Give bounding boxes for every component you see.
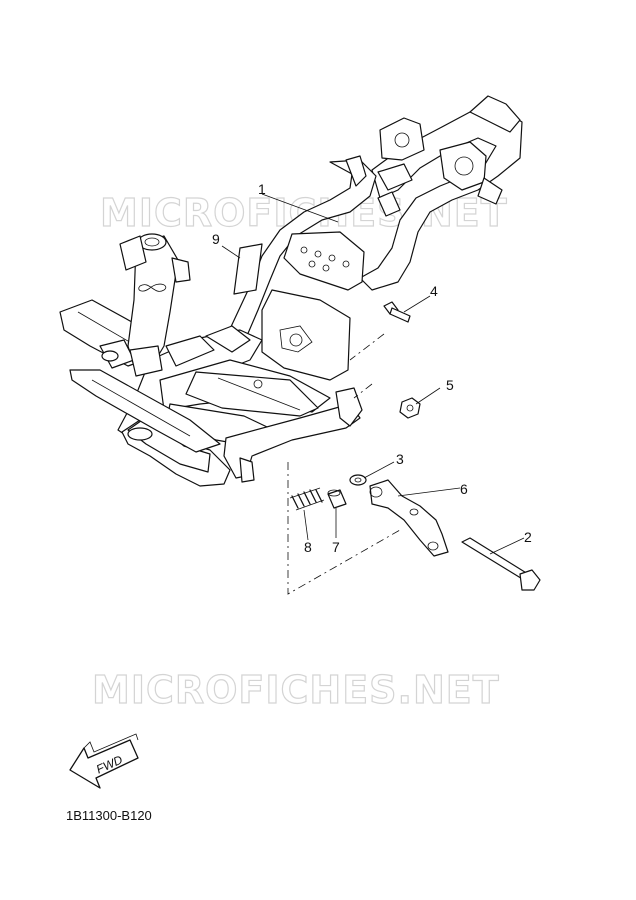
fwd-label: FWD xyxy=(94,752,125,776)
spacer-part-7[interactable] xyxy=(327,489,347,509)
assembly-dash-lines xyxy=(287,333,401,595)
watermark-bottom: MICROFICHES.NET xyxy=(92,668,500,712)
diagram-code: 1B11300-B120 xyxy=(66,808,152,823)
nut-part-5[interactable] xyxy=(399,397,421,419)
callout-1: 1 xyxy=(258,181,266,197)
callout-6: 6 xyxy=(460,481,468,497)
callout-7: 7 xyxy=(332,539,340,555)
frame-assembly[interactable] xyxy=(59,95,523,487)
callout-4: 4 xyxy=(430,283,438,299)
callout-3: 3 xyxy=(396,451,404,467)
callout-5: 5 xyxy=(446,377,454,393)
spring-part-8[interactable] xyxy=(289,487,325,511)
callout-9: 9 xyxy=(212,231,220,247)
callout-8: 8 xyxy=(304,539,312,555)
caution-label-part[interactable] xyxy=(233,243,263,295)
callout-2: 2 xyxy=(524,529,532,545)
bolt-part-4[interactable] xyxy=(383,301,411,323)
forward-direction-arrow-icon: FWD xyxy=(69,733,139,789)
long-bolt-part-2[interactable] xyxy=(461,537,541,591)
side-stand-bracket-part-6[interactable] xyxy=(369,479,449,557)
leader-lines xyxy=(221,193,525,555)
collar-part-3[interactable] xyxy=(349,474,367,486)
